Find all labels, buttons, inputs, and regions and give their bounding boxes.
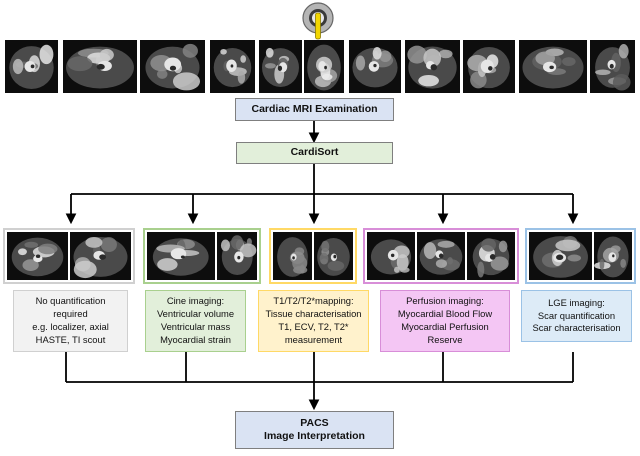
cardisort-box: CardiSort — [236, 142, 393, 164]
category-1-line-3: e.g. localizer, axial — [32, 321, 109, 332]
cardiac-mri-image — [405, 40, 460, 93]
cardiac-mri-image — [314, 232, 353, 280]
category-3-line-2: Tissue characterisation — [265, 308, 362, 320]
cardiac-mri-image — [7, 232, 68, 280]
cardiac-mri-examination-label: Cardiac MRI Examination — [251, 102, 378, 115]
category-3-line-4: measurement — [284, 333, 343, 345]
category-4-line-1: Perfusion imaging: — [406, 295, 484, 307]
cardiac-mri-image — [216, 232, 257, 280]
cardiac-mri-image — [519, 40, 587, 93]
cardiac-mri-image — [349, 40, 401, 93]
group-image-frame-2 — [143, 228, 261, 284]
cardiac-mri-image — [70, 232, 131, 280]
category-5-line-1: LGE imaging: — [548, 296, 605, 308]
cardiac-mri-image — [590, 40, 635, 93]
category-4-line-4: Reserve — [427, 333, 463, 345]
category-box-5: LGE imaging: Scar quantification Scar ch… — [521, 290, 632, 342]
category-1-line-4: HASTE, TI scout — [35, 333, 106, 345]
category-2-line-3: Ventricular mass — [160, 321, 231, 332]
category-box-1: No quantification required e.g. localize… — [13, 290, 128, 352]
group-image-frame-4 — [363, 228, 519, 284]
group-image-frame-3 — [269, 228, 357, 284]
category-1-line-2: required — [53, 308, 88, 320]
category-3-line-1: T1/T2/T2*mapping: — [273, 295, 354, 307]
mri-scanner-icon — [302, 2, 334, 40]
category-box-3: T1/T2/T2*mapping: Tissue characterisatio… — [258, 290, 369, 352]
cardiac-mri-image — [304, 40, 344, 93]
group-image-frame-5 — [525, 228, 636, 284]
category-4-line-3: Myocardial Perfusion — [401, 321, 489, 332]
cardiac-mri-image — [5, 40, 58, 93]
cardiac-mri-image — [367, 232, 415, 280]
cardiac-mri-image — [594, 232, 632, 280]
category-2-line-2: Ventricular volume — [156, 308, 235, 320]
category-5-line-3: Scar characterisation — [532, 322, 621, 334]
category-3-line-3: T1, ECV, T2, T2* — [278, 321, 349, 332]
cardiac-mri-image — [529, 232, 593, 280]
cardiac-mri-image — [259, 40, 302, 93]
cardiac-mri-image — [63, 40, 137, 93]
cardisort-label: CardiSort — [290, 146, 339, 159]
category-5-line-2: Scar quantification — [537, 309, 616, 321]
cardiac-mri-image — [467, 232, 515, 280]
cardiac-mri-image — [147, 232, 215, 280]
pacs-subtitle: Image Interpretation — [264, 430, 365, 442]
cardiac-mri-image — [210, 40, 255, 93]
category-box-4: Perfusion imaging: Myocardial Blood Flow… — [380, 290, 510, 352]
category-4-line-2: Myocardial Blood Flow — [397, 308, 493, 320]
category-2-line-1: Cine imaging: — [166, 295, 225, 307]
category-2-line-4: Myocardial strain — [160, 333, 231, 345]
cardiac-mri-image — [463, 40, 515, 93]
pacs-box: PACS Image Interpretation — [235, 411, 394, 449]
cardiac-mri-examination-box: Cardiac MRI Examination — [235, 98, 394, 121]
category-1-line-1: No quantification — [35, 295, 106, 307]
category-box-2: Cine imaging: Ventricular volume Ventric… — [145, 290, 246, 352]
cardiac-mri-image — [417, 232, 465, 280]
cardiac-mri-image — [273, 232, 312, 280]
pacs-title: PACS — [300, 416, 329, 429]
group-image-frame-1 — [3, 228, 135, 284]
cardiac-mri-image — [140, 40, 205, 93]
